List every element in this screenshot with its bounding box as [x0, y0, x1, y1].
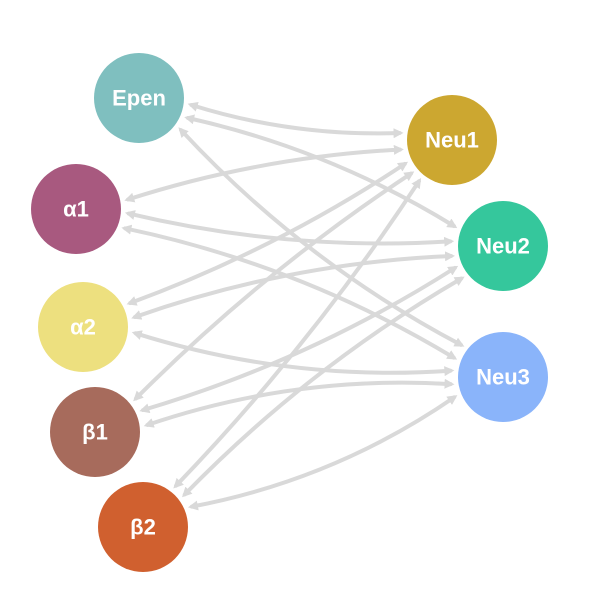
edges-layer [121, 102, 465, 511]
node-label-Epen: Epen [112, 86, 166, 111]
node-circle-Neu2 [458, 201, 548, 291]
node-label-Neu2: Neu2 [476, 234, 530, 259]
node-Neu3: Neu3 [458, 332, 548, 422]
edge-a2-Neu2 [131, 251, 455, 320]
node-label-Neu1: Neu1 [425, 128, 479, 153]
node-label-b1: β1 [82, 420, 108, 445]
node-label-Neu3: Neu3 [476, 365, 530, 390]
node-label-a1: α1 [63, 197, 89, 222]
edge-Epen-Neu1 [187, 102, 404, 139]
edge-a1-Neu3 [121, 224, 458, 360]
node-label-b2: β2 [130, 515, 156, 540]
node-Neu1: Neu1 [407, 95, 497, 185]
node-circle-b2 [98, 482, 188, 572]
node-circle-Neu3 [458, 332, 548, 422]
node-b2: β2 [98, 482, 188, 572]
node-circle-b1 [50, 387, 140, 477]
node-a1: α1 [31, 164, 121, 254]
edge-b2-Neu3 [187, 395, 458, 511]
node-Neu2: Neu2 [458, 201, 548, 291]
node-circle-Epen [94, 53, 184, 143]
node-circle-a1 [31, 164, 121, 254]
node-circle-Neu1 [407, 95, 497, 185]
node-a2: α2 [38, 282, 128, 372]
node-Epen: Epen [94, 53, 184, 143]
node-label-a2: α2 [70, 315, 96, 340]
node-b1: β1 [50, 387, 140, 477]
node-circle-a2 [38, 282, 128, 372]
